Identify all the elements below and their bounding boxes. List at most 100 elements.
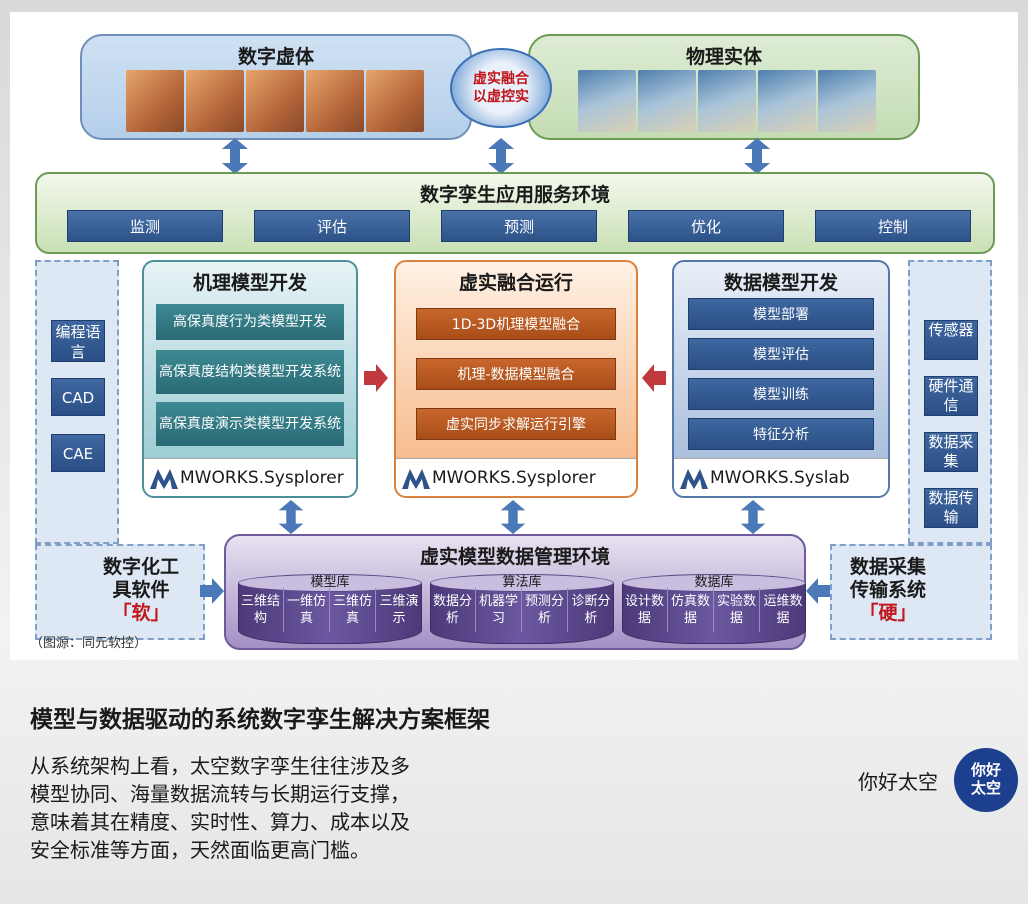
service-item-monitor: 监测 [67, 210, 223, 242]
data-model-title: 数据模型开发 [723, 272, 838, 294]
service-item-control: 控制 [815, 210, 971, 242]
fusion-tool-bar: MWORKS.Sysplorer [396, 458, 636, 496]
algorithm-library-cell: 数据分析 [430, 588, 476, 632]
service-item-predict: 预测 [441, 210, 597, 242]
left-arrow-icon [642, 364, 666, 392]
train-image [246, 70, 304, 132]
train-photo [698, 70, 756, 132]
fusion-title: 虚实融合运行 [458, 272, 573, 294]
service-title: 数字孪生应用服务环境 [419, 184, 610, 206]
physical-entity-panel: 物理实体 [528, 34, 920, 140]
data-item-feature: 特征分析 [688, 418, 874, 450]
hardware-tag: 「硬」 [859, 602, 917, 624]
mworks-logo-icon [150, 468, 178, 489]
fusion-line-2: 以虚控实 [473, 89, 529, 105]
fusion-item-mech-data: 机理-数据模型融合 [416, 358, 616, 390]
double-arrow-icon [488, 138, 514, 174]
double-arrow-icon [744, 138, 770, 174]
model-library-label: 模型库 [238, 574, 422, 592]
fusion-item-sync-engine: 虚实同步求解运行引擎 [416, 408, 616, 440]
caption-line: 模型协同、海量数据流转与长期运行支撑， [30, 782, 410, 806]
brand-logo-line-2: 太空 [970, 779, 1001, 797]
mworks-logo-icon [402, 468, 430, 489]
right-arrow-icon [364, 364, 388, 392]
hardware-label-line-2: 传输系统 [849, 579, 926, 601]
software-label-line-2: 具软件 [112, 579, 170, 601]
data-tool-bar: MWORKS.Syslab [674, 458, 888, 496]
shuttle-photo [578, 70, 636, 132]
mechanism-item-behavior: 高保真度行为类模型开发 [156, 304, 344, 340]
double-arrow-icon [222, 138, 248, 174]
mechanism-item-demo: 高保真度演示类模型开发系统 [156, 402, 344, 446]
model-library-cell: 一维仿真 [284, 588, 330, 632]
software-label-box: 数字化工 具软件 「软」 [35, 544, 205, 640]
side-item-programming: 编程语言 [51, 320, 105, 362]
mechanism-item-structure: 高保真度结构类模型开发系统 [156, 350, 344, 394]
hardware-label-line-1: 数据采集 [849, 556, 926, 578]
left-arrow-icon [806, 578, 830, 604]
right-arrow-icon [200, 578, 224, 604]
brand-logo-icon: 你好 太空 [954, 748, 1018, 812]
data-library-cell: 仿真数据 [668, 588, 714, 632]
physical-title: 物理实体 [685, 46, 762, 68]
data-library-label: 数据库 [622, 574, 806, 592]
caption-line: 从系统架构上看，太空数字孪生往往涉及多 [30, 754, 410, 778]
image-source-note: （图源：同元软控） [30, 636, 148, 651]
brand-name: 你好太空 [858, 770, 938, 794]
data-library-cell: 实验数据 [714, 588, 760, 632]
data-item-deploy: 模型部署 [688, 298, 874, 330]
cylinder-body [238, 583, 422, 644]
mechanism-model-panel: 机理模型开发 高保真度行为类模型开发 高保真度结构类模型开发系统 高保真度演示类… [142, 260, 358, 498]
data-model-panel: 数据模型开发 模型部署 模型评估 模型训练 特征分析 MWORKS.Syslab [672, 260, 890, 498]
model-data-management-environment: 虚实模型数据管理环境 模型库 三维结构 一维仿真 三维仿真 三维演示 算法库 数… [224, 534, 806, 650]
side-item-sensor: 传感器 [924, 320, 978, 360]
data-tool-name: MWORKS.Syslab [710, 467, 850, 488]
model-library-cell: 三维演示 [379, 594, 419, 626]
software-label: 数字化工 具软件 「软」 [89, 556, 193, 625]
hardware-label: 数据采集 传输系统 「硬」 [836, 556, 940, 625]
software-label-line-1: 数字化工 [102, 556, 179, 578]
shuttle-image [126, 70, 184, 132]
fusion-item-1d3d: 1D-3D机理模型融合 [416, 308, 616, 340]
algorithm-library-label: 算法库 [430, 574, 614, 592]
side-item-hw-comm: 硬件通信 [924, 376, 978, 416]
fusion-tool-name: MWORKS.Sysplorer [432, 467, 596, 488]
windfarm-photo [818, 70, 876, 132]
model-library-cylinder: 模型库 三维结构 一维仿真 三维仿真 三维演示 [238, 574, 422, 644]
fusion-cycle-icon: 虚实融合 以虚控实 [450, 48, 552, 128]
fusion-run-panel: 虚实融合运行 1D-3D机理模型融合 机理-数据模型融合 虚实同步求解运行引擎 … [394, 260, 638, 498]
virtual-title: 数字虚体 [237, 46, 314, 68]
hardware-label-box: 数据采集 传输系统 「硬」 [830, 544, 992, 640]
mechanism-tool-bar: MWORKS.Sysplorer [144, 458, 356, 496]
software-tools-column: 编程语言 CAD CAE [35, 260, 119, 544]
fusion-line-1: 虚实融合 [473, 71, 529, 87]
tank-image [306, 70, 364, 132]
hardware-systems-column: 传感器 硬件通信 数据采集 数据传输 [908, 260, 992, 544]
side-item-data-transfer: 数据传输 [924, 488, 978, 528]
diagram-figure: 数字虚体 物理实体 虚实融合 以虚控实 数字孪生应用服务环境 监测 评估 预测 [10, 12, 1018, 660]
algorithm-library-cell: 预测分析 [522, 588, 568, 632]
caption-line: 意味着其在精度、实时性、算力、成本以及 [30, 810, 410, 834]
model-library-cell: 三维仿真 [330, 588, 376, 632]
service-item-optimize: 优化 [628, 210, 784, 242]
software-tag: 「软」 [112, 602, 170, 624]
double-arrow-icon [740, 500, 766, 534]
double-arrow-icon [278, 500, 304, 534]
brand-logo-line-1: 你好 [970, 761, 1001, 779]
windfarm-image [366, 70, 424, 132]
model-library-cell: 三维结构 [238, 588, 284, 632]
aircraft-image [186, 70, 244, 132]
data-item-train: 模型训练 [688, 378, 874, 410]
algorithm-library-cell: 机器学习 [476, 588, 522, 632]
cylinder-body [430, 583, 614, 644]
mechanism-tool-name: MWORKS.Sysplorer [180, 467, 344, 488]
caption-title: 模型与数据驱动的系统数字孪生解决方案框架 [30, 707, 490, 733]
mechanism-title: 机理模型开发 [192, 272, 307, 294]
data-library-cell: 运维数据 [763, 594, 803, 626]
caption-line: 安全标准等方面，天然面临更高门槛。 [30, 838, 370, 862]
data-library-cell: 设计数据 [622, 588, 668, 632]
mworks-logo-icon [680, 468, 708, 489]
cylinder-body [622, 583, 806, 644]
service-item-evaluate: 评估 [254, 210, 410, 242]
double-arrow-icon [500, 500, 526, 534]
